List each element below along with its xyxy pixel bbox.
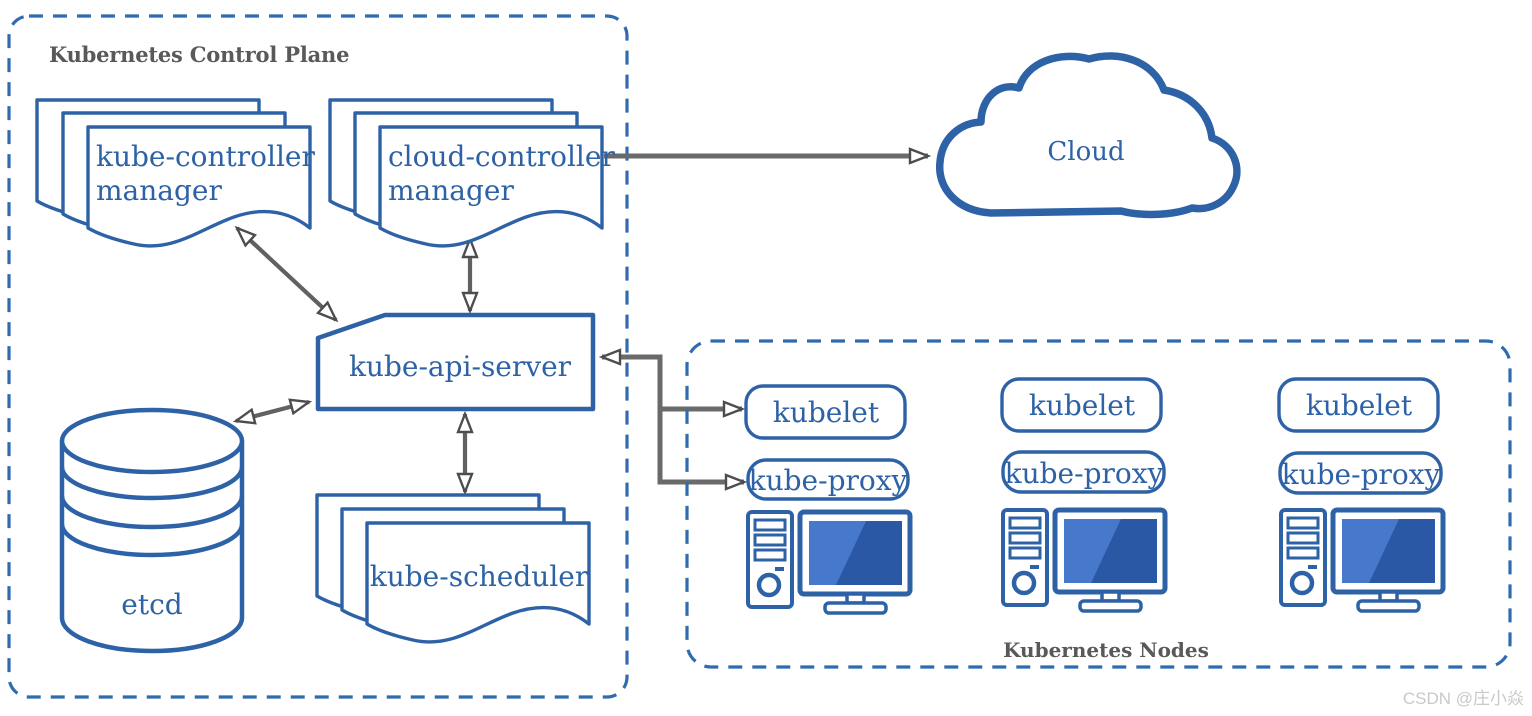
node-group: kubelet kube-proxy: [1277, 377, 1443, 611]
etcd-cylinder-icon: etcd: [59, 407, 245, 654]
kubelet-label: kubelet: [1029, 389, 1136, 422]
node-group: kubelet kube-proxy: [744, 384, 910, 613]
arrow-apiserver-nodes-trunk: [598, 348, 748, 491]
kube-proxy-box: [746, 458, 910, 501]
etcd-label: etcd: [121, 588, 183, 621]
kube-api-server-label: kube-api-server: [349, 350, 572, 383]
cloud-controller-manager-stack: cloud-controller manager: [328, 98, 615, 248]
kube-controller-manager-label-line2: manager: [96, 174, 222, 207]
arrow-etcd-apiserver: [232, 398, 313, 425]
cloud-icon: Cloud: [936, 52, 1241, 219]
computer-icon: [748, 512, 910, 613]
kubelet-box: [1000, 377, 1163, 433]
computer-icon: [1281, 510, 1443, 611]
arrow-controller-manager-apiserver: [234, 225, 339, 323]
kube-controller-manager-stack: kube-controller manager: [35, 98, 316, 248]
control-plane-title: Kubernetes Control Plane: [49, 42, 349, 67]
kubelet-box: [744, 384, 907, 440]
computer-icon: [1003, 510, 1165, 611]
etcd-ring: [59, 495, 245, 530]
etcd-top: [59, 407, 245, 475]
cloud-outline: [936, 52, 1241, 219]
kubelet-label: kubelet: [1306, 389, 1413, 422]
kube-api-server-shape: kube-api-server: [315, 312, 596, 412]
kube-proxy-box: [1001, 450, 1166, 494]
kubernetes-nodes-title: Kubernetes Nodes: [1003, 638, 1209, 662]
kube-api-server-box: [315, 312, 596, 412]
kube-proxy-box: [1278, 451, 1443, 495]
cloud-controller-manager-label-line1: cloud-controller: [388, 140, 615, 173]
control-plane-box: [7, 14, 629, 699]
etcd-ring: [59, 466, 245, 501]
watermark: CSDN @庄小焱: [1403, 689, 1524, 708]
kube-proxy-label: kube-proxy: [749, 464, 908, 497]
arrows: [232, 147, 932, 496]
kube-scheduler-stack: kube-scheduler: [315, 493, 591, 644]
etcd-ring: [59, 523, 245, 558]
kube-scheduler-label: kube-scheduler: [370, 560, 589, 593]
kube-proxy-label: kube-proxy: [1005, 457, 1164, 490]
cloud-label: Cloud: [1047, 137, 1124, 167]
kube-controller-manager-label-line1: kube-controller: [96, 140, 316, 173]
kube-proxy-label: kube-proxy: [1282, 458, 1441, 491]
node-group: kubelet kube-proxy: [1000, 377, 1166, 611]
cloud-controller-manager-label-line2: manager: [388, 174, 514, 207]
kubelet-label: kubelet: [773, 396, 880, 429]
kubelet-box: [1277, 377, 1440, 433]
kubernetes-nodes-box: [685, 339, 1512, 669]
